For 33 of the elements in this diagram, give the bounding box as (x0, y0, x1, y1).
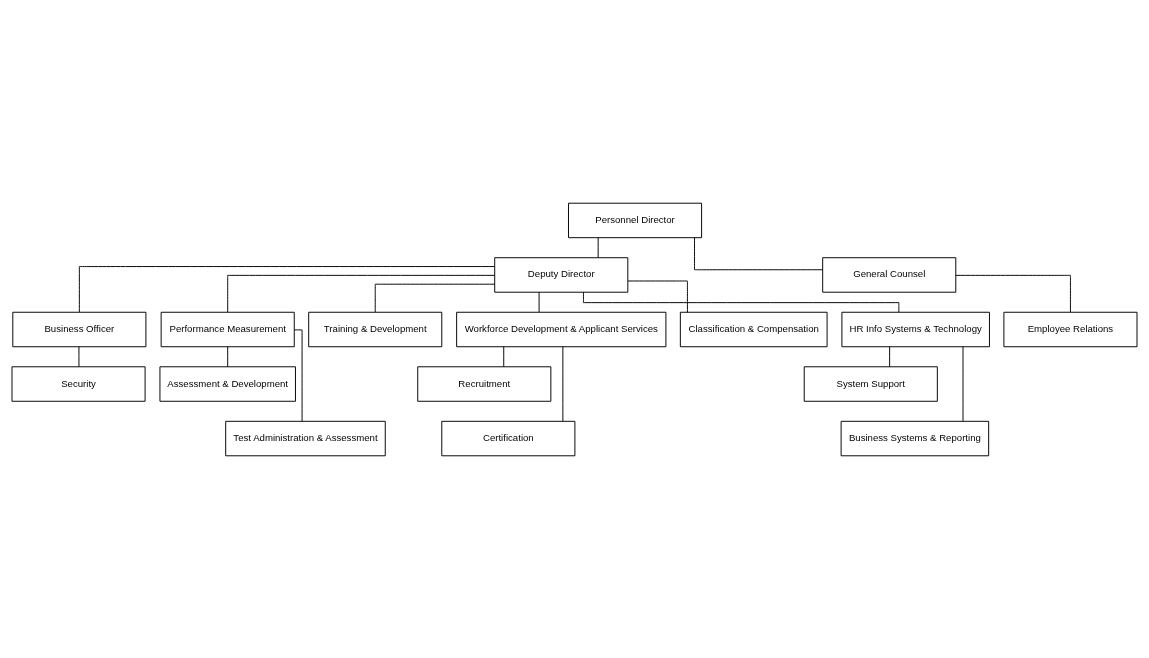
node-box: Performance Measurement (160, 311, 295, 347)
node-box: System Support (803, 365, 938, 402)
connector (78, 345, 80, 367)
connector (962, 345, 964, 421)
node-box: Workforce Development & Applicant Services (456, 311, 667, 347)
node-box: Certification (441, 420, 576, 456)
node-box: Employee Relations (1003, 311, 1138, 347)
connector (889, 345, 891, 367)
node-box: Test Administration & Assessment (225, 420, 386, 456)
connector (78, 265, 495, 312)
node-box: Training & Development (308, 311, 443, 347)
connector (503, 345, 505, 367)
connector (597, 236, 599, 258)
connector (227, 274, 496, 313)
connector (227, 345, 229, 367)
connector (955, 274, 1071, 313)
node-box: Deputy Director (494, 256, 629, 293)
node-box: Security (11, 365, 146, 402)
node-box: Business Officer (12, 311, 147, 347)
node-box: Recruitment (417, 365, 552, 402)
connector (583, 291, 900, 313)
connector (538, 291, 540, 313)
node-box: Assessment & Development (159, 365, 296, 402)
connector (562, 345, 564, 421)
node-box: General Counsel (822, 256, 957, 293)
node-box: Personnel Director (568, 202, 703, 238)
connector (627, 280, 688, 313)
node-box: Classification & Compensation (679, 311, 828, 347)
connector (694, 236, 823, 270)
node-box: HR Info Systems & Technology (841, 311, 990, 347)
connector (374, 283, 496, 313)
node-box: Business Systems & Reporting (840, 420, 990, 456)
connector (293, 328, 303, 422)
